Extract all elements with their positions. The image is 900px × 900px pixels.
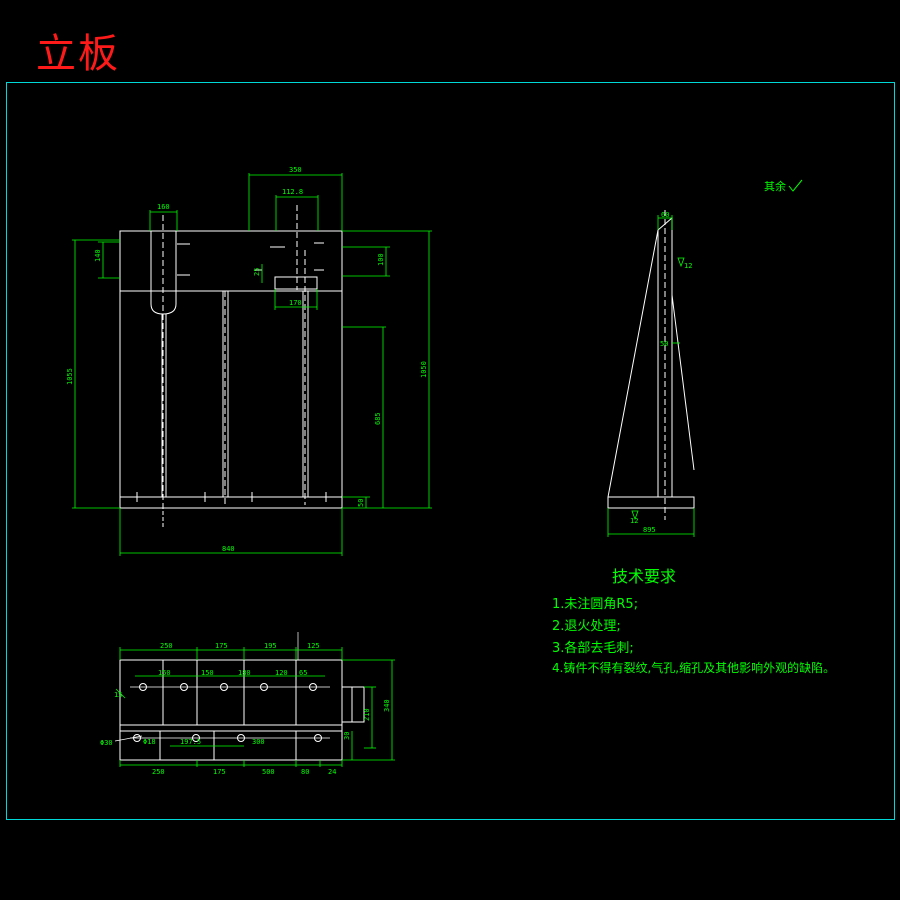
plan-hole-dia: Φ30 xyxy=(100,739,113,747)
side-outline xyxy=(607,216,695,509)
plan-top-dim-3: 195 xyxy=(264,642,277,650)
plan-right-dim-1: 340 xyxy=(383,699,391,712)
drawing-frame xyxy=(6,82,895,820)
technical-requirements: 技术要求 1.未注圆角R5; 2.退火处理; 3.各部去毛刺; 4.铸件不得有裂… xyxy=(552,567,835,675)
dim-top-width: 350 xyxy=(289,166,302,174)
dim-right-h: 100 xyxy=(377,253,385,266)
plan-inner-dim-4: 120 xyxy=(275,669,288,677)
dim-side-base: 895 xyxy=(643,526,656,534)
dim-total-h-right: 1050 xyxy=(420,361,428,378)
plan-top-dim-4: 125 xyxy=(307,642,320,650)
plan-right-dim-2: 210 xyxy=(363,708,371,721)
dim-slot-inner: 25 xyxy=(253,268,261,276)
roughness-symbol xyxy=(788,179,803,192)
dim-mid-h: 685 xyxy=(374,412,382,425)
plan-inner-dim-5: 65 xyxy=(299,669,307,677)
front-outline xyxy=(119,230,343,509)
front-slot-box xyxy=(274,276,318,290)
plan-bottom-dim-5: 24 xyxy=(328,768,336,776)
dim-total-h-left: 1055 xyxy=(66,368,74,385)
dim-width: 840 xyxy=(222,545,235,553)
requirement-2: 2.退火处理; xyxy=(552,619,621,634)
dim-slot-width: 112.8 xyxy=(282,188,303,196)
dim-side-mid: 50 xyxy=(660,340,668,348)
plan-hole-label: Φ18 xyxy=(143,738,156,746)
plan-view: 250 175 195 125 150 150 180 120 65 15 34… xyxy=(100,632,395,776)
plan-bottom-dim-3: 500 xyxy=(262,768,275,776)
weld-top: 12 xyxy=(684,262,692,270)
requirements-heading: 技术要求 xyxy=(612,567,676,586)
plan-inner-dim-1: 150 xyxy=(158,669,171,677)
plan-bottom-dim-4: 80 xyxy=(301,768,309,776)
dim-base-h: 50 xyxy=(357,499,365,507)
drawing-title: 立板 xyxy=(36,31,120,77)
plan-outline xyxy=(119,659,343,761)
plan-top-dim-2: 175 xyxy=(215,642,228,650)
plan-d1: 197.5 xyxy=(180,738,201,746)
plan-left-dim: 15 xyxy=(114,691,122,699)
side-view: 60 50 895 12 12 xyxy=(607,210,695,537)
weld-bottom: 12 xyxy=(630,517,638,525)
requirement-4: 4.铸件不得有裂纹,气孔,缩孔及其他影响外观的缺陷。 xyxy=(552,660,835,675)
roughness-label: 其余 xyxy=(764,179,786,193)
plan-right-dim-3: 30 xyxy=(343,732,351,740)
dim-slot-len: 170 xyxy=(289,299,302,307)
plan-bottom-dim-1: 250 xyxy=(152,768,165,776)
roughness-note: 其余 xyxy=(764,179,803,193)
requirement-1: 1.未注圆角R5; xyxy=(552,597,638,612)
dim-left-h: 140 xyxy=(94,249,102,262)
plan-inner-dim-2: 150 xyxy=(201,669,214,677)
dim-side-top: 60 xyxy=(661,211,669,219)
plan-bottom-dim-2: 175 xyxy=(213,768,226,776)
plan-inner-dim-3: 180 xyxy=(238,669,251,677)
plan-top-dim-1: 250 xyxy=(160,642,173,650)
front-view: 350 112.8 160 140 100 25 170 1055 1050 6… xyxy=(66,166,432,556)
requirement-3: 3.各部去毛刺; xyxy=(552,640,634,656)
dim-left-slot: 160 xyxy=(157,203,170,211)
plan-d2: 300 xyxy=(252,738,265,746)
